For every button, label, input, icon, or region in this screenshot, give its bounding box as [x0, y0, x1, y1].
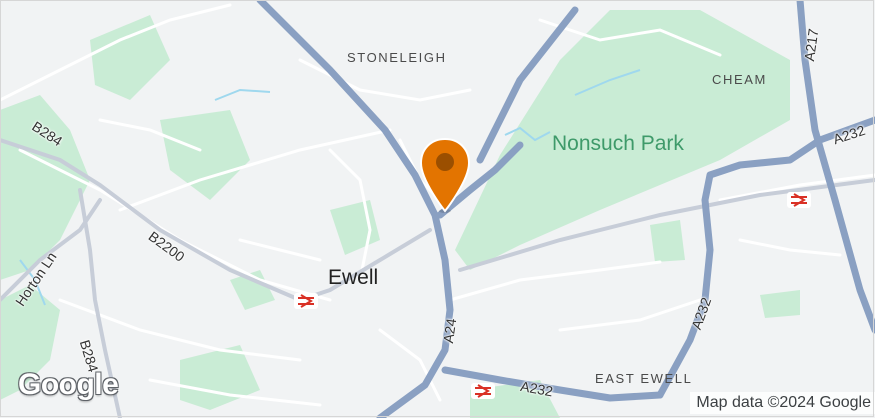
water-features [19, 69, 641, 306]
rail-station-icon[interactable] [471, 383, 495, 399]
area-label-stoneleigh: STONELEIGH [347, 50, 447, 65]
map-pin-icon[interactable] [417, 137, 473, 213]
minor-roads [0, 3, 875, 407]
major-roads [256, 0, 875, 418]
parkland [0, 10, 800, 418]
map-attribution[interactable]: Map data ©2024 Google [690, 392, 875, 414]
rail-station-icon[interactable] [787, 192, 811, 208]
town-label-ewell[interactable]: Ewell [328, 266, 379, 289]
park-label-nonsuch[interactable]: Nonsuch Park [552, 132, 684, 155]
rail-station-icon[interactable] [294, 293, 318, 309]
google-logo[interactable]: Google [18, 368, 119, 401]
road-label-a24: A24 [440, 317, 460, 345]
area-label-east-ewell: EAST EWELL [595, 371, 693, 386]
area-label-cheam: CHEAM [712, 72, 767, 87]
